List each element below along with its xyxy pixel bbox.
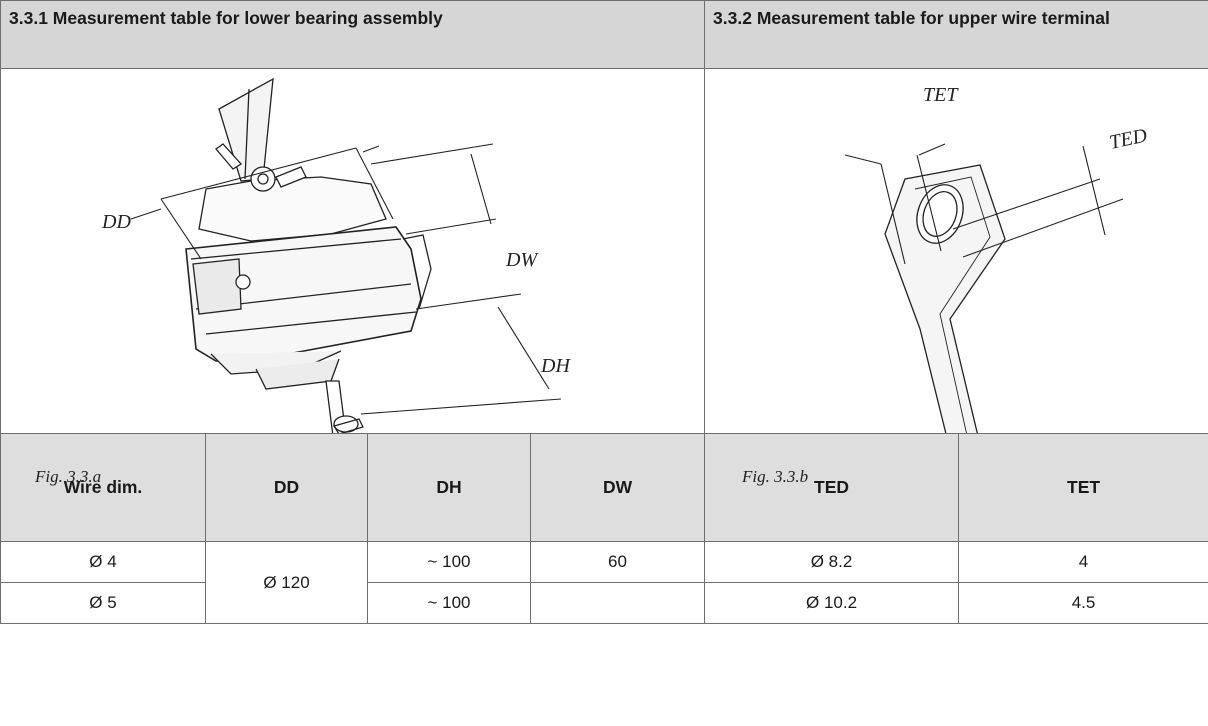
table-row: Ø 5 ~ 100 Ø 10.2 4.5 [0,582,1208,624]
section-title-lower: 3.3.1 Measurement table for lower bearin… [9,8,443,28]
section-title-upper: 3.3.2 Measurement table for upper wire t… [713,8,1110,28]
table-row: Ø 4 Ø 120 ~ 100 60 Ø 8.2 4 [0,541,1208,624]
figure-caption-upper: Fig. 3.3.b [742,467,809,486]
cell-tet: 4.5 [958,582,1208,624]
measurement-table: 3.3.1 Measurement table for lower bearin… [0,0,1208,624]
figure-lower-bearing: DD DW DH Fig. 3.3.a [0,68,706,486]
column-header-dw: DW [529,433,706,542]
figure-caption-lower: Fig. 3.3.a [35,467,102,486]
section-header-upper: 3.3.2 Measurement table for upper wire t… [704,0,1208,69]
cell-wire-dim: Ø 5 [0,582,206,624]
cell-ted: Ø 10.2 [704,582,960,624]
figure-upper-terminal: TET TED Fig. 3.3.b [704,68,1208,486]
upper-terminal-drawing: TET TED [844,84,1150,433]
cell-dw [529,582,706,624]
dim-label-dd: DD [101,211,131,233]
lower-bearing-drawing: DD DW DH [101,77,571,433]
cell-dh: ~ 100 [367,541,531,583]
section-header-lower: 3.3.1 Measurement table for lower bearin… [0,0,706,69]
column-header-ted: TED [704,433,960,542]
dim-label-tet: TET [923,84,959,106]
dim-label-dh: DH [540,355,571,377]
column-header-dh: DH [367,433,531,542]
cell-dh: ~ 100 [367,582,531,624]
cell-tet: 4 [958,541,1208,583]
cell-ted: Ø 8.2 [704,541,960,583]
cell-dw: 60 [529,541,706,583]
column-header-wire-dim: Wire dim. [0,433,206,542]
column-header-tet: TET [958,433,1208,542]
cell-dd-merged: Ø 120 [205,541,368,624]
dim-label-dw: DW [505,249,539,271]
column-header-dd: DD [205,433,368,542]
cell-wire-dim: Ø 4 [0,541,206,583]
dim-label-ted: TED [1107,124,1149,153]
